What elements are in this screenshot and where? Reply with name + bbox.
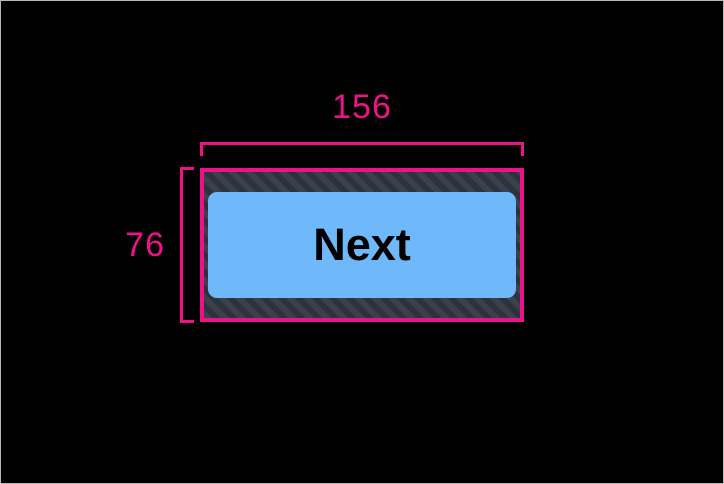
next-button[interactable]: Next — [208, 192, 516, 298]
height-dimension-label: 76 — [125, 226, 165, 264]
height-dimension-bracket — [180, 167, 194, 323]
element-highlight-box: Next — [200, 168, 524, 322]
width-dimension-label: 156 — [332, 88, 392, 126]
width-dimension-bracket — [200, 142, 524, 156]
